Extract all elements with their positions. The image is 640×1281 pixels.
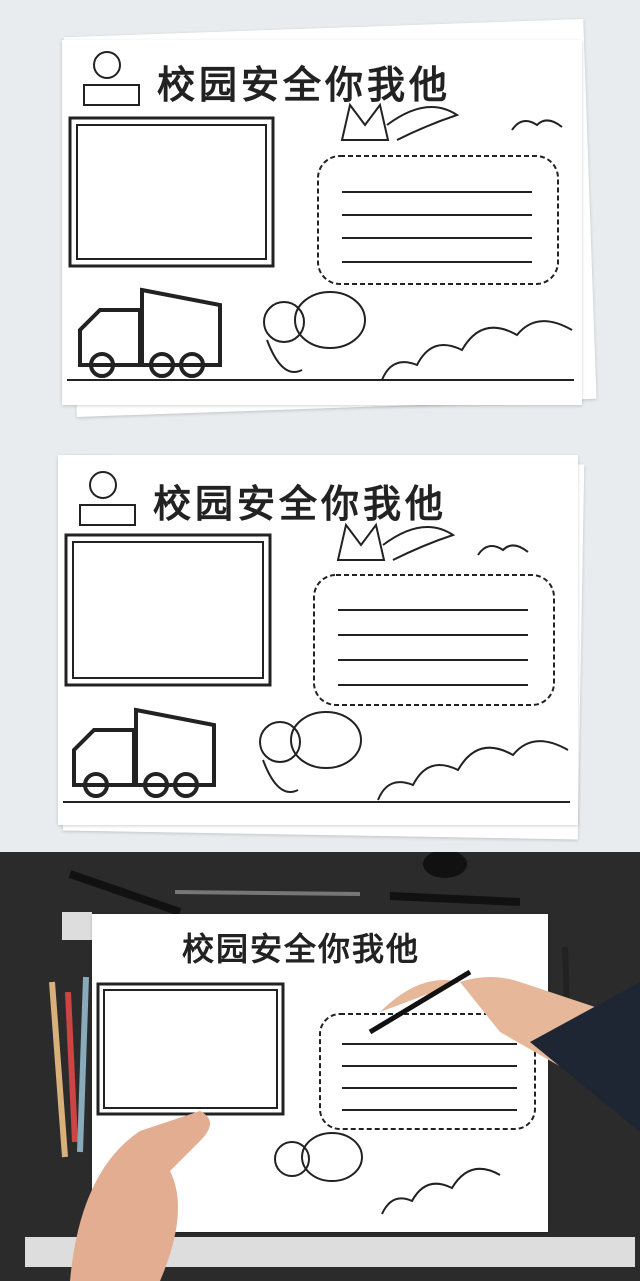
pen-icon <box>68 870 182 916</box>
desk-mockup: 校园安全你我他 <box>0 852 640 1281</box>
photo-frame <box>64 533 272 687</box>
poster-line-art <box>63 471 570 803</box>
truck-icon <box>78 287 222 378</box>
truck-icon <box>72 707 216 798</box>
squirrel-icon <box>263 291 366 373</box>
poster-sheet: 校园安全你我他 <box>58 455 578 825</box>
poster-line-art <box>67 51 574 381</box>
dashed-text-box <box>319 1013 536 1130</box>
clouds-icon <box>381 119 573 381</box>
eraser-icon <box>62 912 92 940</box>
poster-title: 校园安全你我他 <box>182 930 421 968</box>
pen-icon <box>389 892 521 906</box>
tape-icon <box>423 852 467 878</box>
poster-sheet: 校园安全你我他 <box>62 40 582 405</box>
photo-frame <box>68 116 275 268</box>
pencil-icon <box>174 890 361 896</box>
poster-title: 校园安全你我他 <box>157 63 452 107</box>
photo-frame <box>96 982 285 1116</box>
pencil-icon <box>49 981 68 1158</box>
dashed-text-box <box>313 574 555 706</box>
pen-icon <box>368 969 472 1035</box>
pencil-icon <box>65 991 78 1143</box>
fox-icon <box>340 102 460 141</box>
writing-hand <box>380 977 640 1112</box>
pencil-icon <box>77 976 89 1153</box>
hands <box>70 969 640 1281</box>
poster-title: 校园安全你我他 <box>153 482 448 526</box>
clouds-icon <box>381 1167 501 1215</box>
sleeve <box>530 982 640 1132</box>
left-hand <box>70 1111 210 1281</box>
poster-line-art <box>96 982 536 1215</box>
clouds-icon <box>377 544 569 801</box>
dashed-text-box <box>317 155 559 285</box>
bear-icon <box>83 51 140 106</box>
squirrel-icon <box>274 1132 363 1182</box>
preview-panel-middle: 校园安全你我他 <box>0 430 640 850</box>
fox-icon <box>336 522 456 561</box>
squirrel-icon <box>259 711 362 793</box>
bear-icon <box>79 471 136 526</box>
preview-panel-top: 校园安全你我他 <box>0 0 640 430</box>
